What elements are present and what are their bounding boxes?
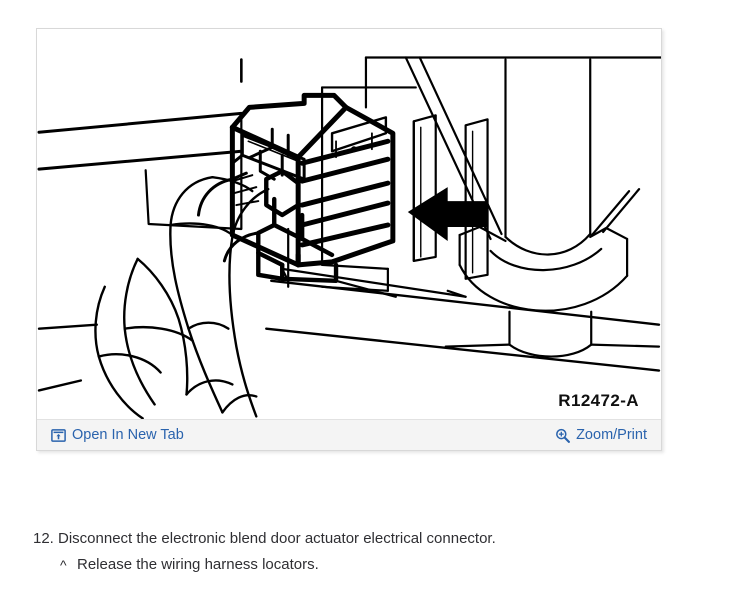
step-sub-item: ^ Release the wiring harness locators.	[33, 554, 723, 576]
figure-toolbar: Open In New Tab Zoom/Print	[37, 419, 661, 450]
zoom-print-label: Zoom/Print	[576, 426, 647, 443]
technical-illustration	[37, 56, 661, 419]
open-in-new-tab-link[interactable]: Open In New Tab	[51, 428, 184, 443]
step-sub-marker: ^	[60, 557, 67, 573]
figure-reference-code: R12472-A	[558, 391, 639, 410]
step-sub-text: Release the wiring harness locators.	[77, 556, 319, 573]
open-in-new-tab-label: Open In New Tab	[72, 426, 184, 443]
procedure-steps: 12. Disconnect the electronic blend door…	[33, 528, 723, 576]
figure-card: R12472-A Open In New Tab	[36, 28, 662, 451]
zoom-print-link[interactable]: Zoom/Print	[555, 428, 647, 443]
magnifier-plus-icon	[555, 428, 571, 443]
figure-image[interactable]: R12472-A	[37, 29, 661, 419]
open-in-new-tab-icon	[51, 428, 66, 443]
step-main-text: 12. Disconnect the electronic blend door…	[33, 530, 496, 547]
